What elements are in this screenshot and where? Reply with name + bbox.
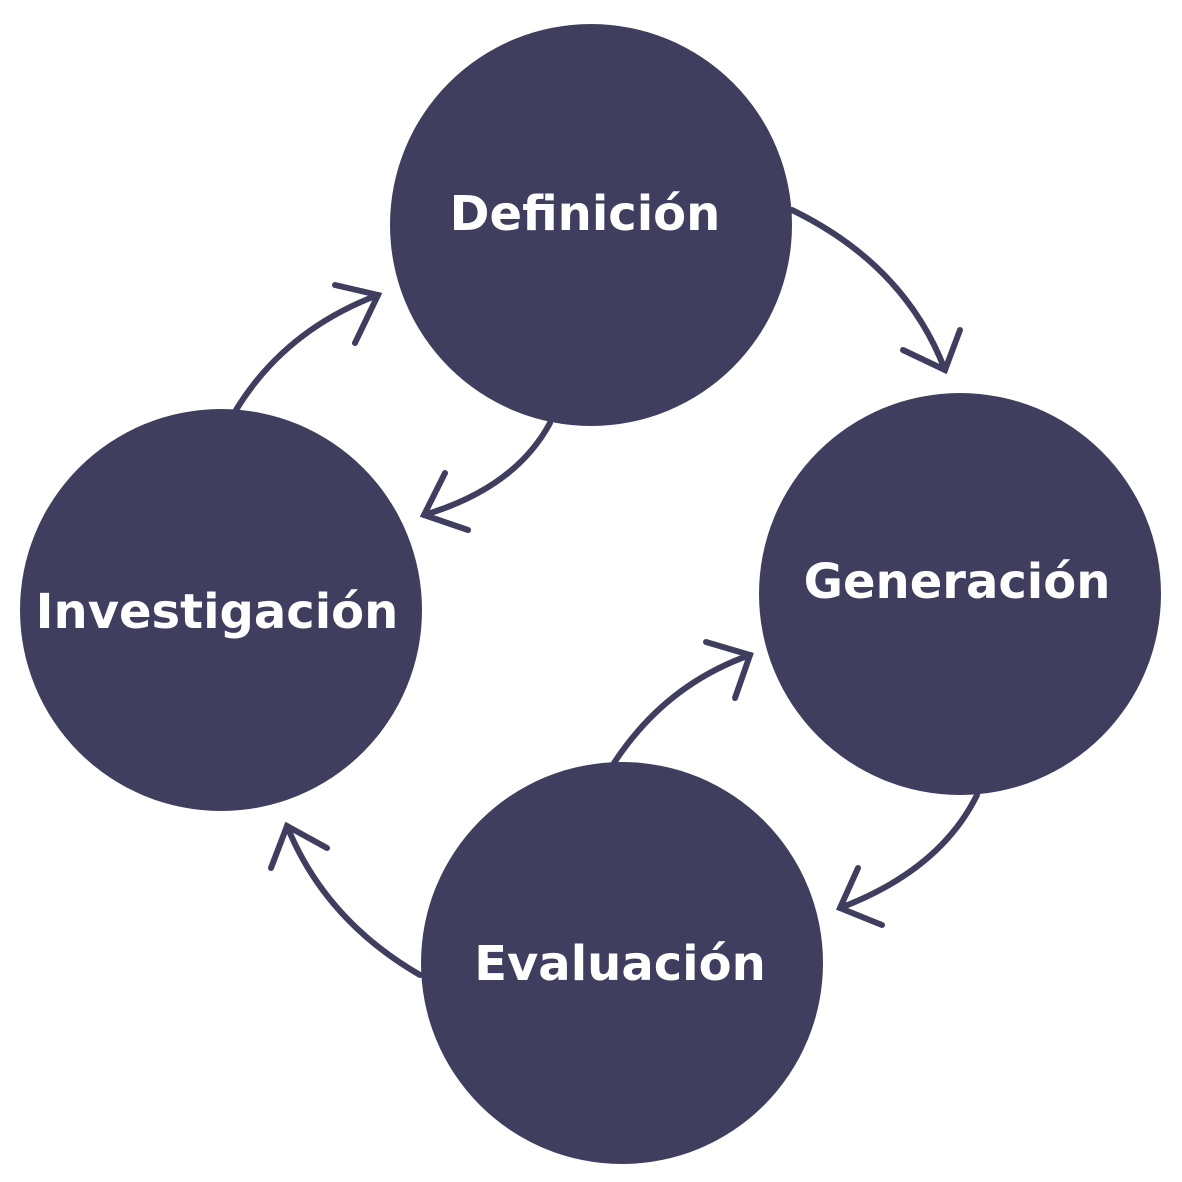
node-generacion-label: Generación bbox=[804, 554, 1111, 610]
node-investigacion: Investigación bbox=[20, 409, 422, 811]
node-generacion: Generación bbox=[759, 393, 1161, 795]
node-generacion-circle bbox=[759, 393, 1161, 795]
node-definicion: Definición bbox=[390, 24, 792, 426]
node-definicion-label: Definición bbox=[450, 186, 721, 242]
node-evaluacion-label: Evaluación bbox=[474, 936, 766, 992]
arrow-investigacion-to-definicion bbox=[233, 282, 383, 413]
arrow-definicion-to-investigacion bbox=[419, 420, 553, 533]
arrow-generacion-to-evaluacion bbox=[835, 792, 980, 928]
node-evaluacion: Evaluación bbox=[421, 762, 823, 1164]
node-evaluacion-circle bbox=[421, 762, 823, 1164]
arrow-evaluacion-to-investigacion bbox=[268, 821, 423, 978]
arrows-group bbox=[233, 207, 980, 978]
node-investigacion-circle bbox=[20, 409, 422, 811]
node-investigacion-label: Investigación bbox=[36, 584, 399, 640]
arrow-evaluacion-to-generacion bbox=[611, 639, 754, 766]
node-definicion-circle bbox=[390, 24, 792, 426]
arrow-definicion-to-generacion bbox=[789, 207, 963, 375]
